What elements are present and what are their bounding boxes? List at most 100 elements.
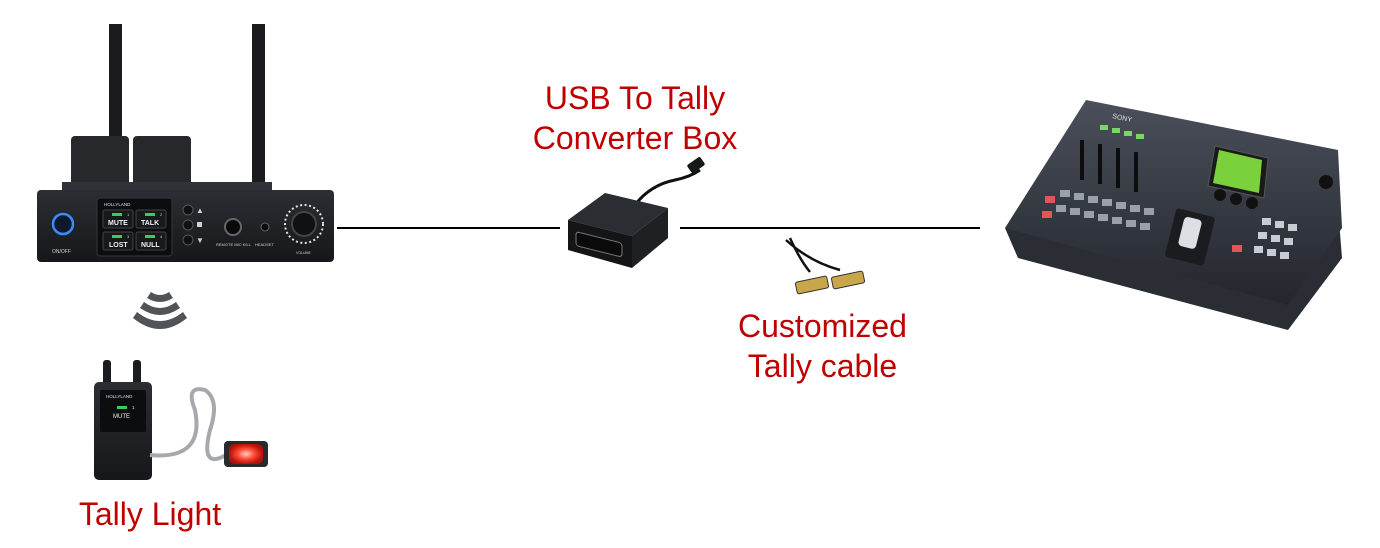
key-talk-channel: 2	[160, 212, 163, 217]
switcher-fader-3[interactable]	[1116, 148, 1120, 188]
tally-light-label: Tally Light	[60, 494, 240, 534]
key-null-channel: 4	[160, 234, 163, 239]
tally-cable-connector-left	[794, 275, 830, 295]
switcher-keypad-button[interactable]	[1262, 218, 1271, 225]
key-mute-indicator	[112, 213, 122, 216]
power-button[interactable]	[51, 212, 75, 236]
key-lost-label: LOST	[109, 242, 128, 249]
battery-slot-right	[133, 136, 191, 192]
switcher-keypad-button[interactable]	[1271, 235, 1280, 242]
switcher-fader-1[interactable]	[1080, 140, 1084, 180]
key-null[interactable]	[135, 231, 167, 251]
wireless-signal-icon	[133, 292, 187, 329]
switcher-tbar-handle[interactable]	[1178, 216, 1203, 249]
beltpack-antenna-right	[133, 360, 141, 386]
nav-down-button[interactable]	[182, 234, 194, 246]
beltpack-antenna-left	[103, 360, 111, 386]
switcher-button[interactable]	[1060, 190, 1070, 197]
switcher-knob-3[interactable]	[1246, 197, 1258, 209]
switcher-button[interactable]	[1070, 208, 1080, 215]
switcher-fader-4[interactable]	[1134, 152, 1138, 192]
converter-usb-cable	[633, 168, 701, 206]
switcher-button[interactable]	[1098, 214, 1108, 221]
tally-cable-label-line2: Tally cable	[747, 348, 898, 384]
switcher-button[interactable]	[1088, 196, 1098, 203]
remote-mic-kill-jack[interactable]	[224, 218, 242, 236]
switcher-top	[1005, 100, 1342, 305]
switcher-knob-2[interactable]	[1230, 193, 1242, 205]
key-null-label: NULL	[141, 242, 160, 249]
tally-cable-image	[785, 237, 866, 295]
key-talk[interactable]	[135, 209, 167, 229]
nav-ok-button[interactable]	[182, 219, 194, 231]
switcher-green-button[interactable]	[1100, 125, 1108, 130]
key-mute-label: MUTE	[108, 220, 128, 227]
converter-top	[568, 193, 668, 236]
beltpack-indicator	[117, 406, 127, 409]
switcher-button[interactable]	[1084, 211, 1094, 218]
switcher-keypad-button[interactable]	[1288, 224, 1297, 231]
beltpack-channel: 1	[132, 405, 135, 410]
converter-box-label: USB To Tally Converter Box	[515, 78, 755, 158]
volume-label: VOLUME	[296, 251, 311, 255]
switcher-fader-2[interactable]	[1098, 144, 1102, 184]
switcher-green-button[interactable]	[1136, 134, 1144, 139]
key-mute-channel: 1	[127, 212, 130, 217]
key-talk-indicator	[145, 213, 155, 216]
switcher-button[interactable]	[1056, 205, 1066, 212]
switcher-button[interactable]	[1140, 223, 1150, 230]
switcher-knob-1[interactable]	[1214, 189, 1226, 201]
volume-dial-ring	[284, 204, 324, 244]
key-mute[interactable]	[102, 209, 134, 229]
switcher-button[interactable]	[1112, 217, 1122, 224]
switcher-brand: SONY	[1112, 113, 1133, 124]
video-switcher: SONY	[1005, 100, 1342, 330]
beltpack-brand: HOLLYLAND	[106, 394, 133, 399]
switcher-button[interactable]	[1126, 220, 1136, 227]
tally-light-lamp	[229, 444, 263, 464]
switcher-keypad-button[interactable]	[1280, 252, 1289, 259]
key-lost[interactable]	[102, 231, 134, 251]
tally-light-label-text: Tally Light	[78, 496, 222, 532]
volume-knob[interactable]	[291, 211, 317, 237]
switcher-green-button[interactable]	[1124, 131, 1132, 136]
tally-cable	[149, 387, 227, 462]
key-null-indicator	[145, 235, 155, 238]
switcher-lcd-screen	[1213, 150, 1262, 193]
beltpack-screen	[100, 390, 146, 432]
nav-down-icon: ▼	[196, 236, 204, 245]
switcher-button[interactable]	[1130, 205, 1140, 212]
antenna-right	[252, 24, 265, 194]
switcher-red-button[interactable]	[1232, 245, 1242, 252]
switcher-button[interactable]	[1102, 199, 1112, 206]
switcher-keypad-button[interactable]	[1284, 238, 1293, 245]
switcher-keypad-button[interactable]	[1275, 221, 1284, 228]
remote-mic-kill-label: REMOTE MIC KILL	[216, 242, 252, 247]
switcher-button[interactable]	[1144, 208, 1154, 215]
base-brand: HOLLYLAND	[104, 202, 131, 207]
nav-up-icon: ▲	[196, 206, 204, 215]
converter-box-label-line1: USB To Tally	[544, 80, 726, 116]
converter-db25-port	[575, 231, 623, 257]
key-talk-label: TALK	[141, 220, 159, 227]
switcher-keypad-button[interactable]	[1258, 232, 1267, 239]
switcher-red-button[interactable]	[1042, 211, 1052, 218]
nav-up-button[interactable]	[182, 204, 194, 216]
switcher-keypad-button[interactable]	[1254, 246, 1263, 253]
key-lost-indicator	[112, 235, 122, 238]
switcher-button[interactable]	[1074, 193, 1084, 200]
switcher-button[interactable]	[1116, 202, 1126, 209]
switcher-knob-4[interactable]	[1319, 175, 1333, 189]
switcher-green-button[interactable]	[1112, 128, 1120, 133]
beltpack: HOLLYLAND 1 MUTE	[94, 360, 268, 480]
switcher-keypad-button[interactable]	[1267, 249, 1276, 256]
headset-jack[interactable]	[260, 222, 270, 232]
headset-label: HEADSET	[255, 242, 274, 247]
tally-cable-connector-right	[830, 270, 866, 290]
tally-cable-label-line1: Customized	[738, 308, 907, 344]
converter-usb-plug	[687, 157, 705, 173]
base-station: ON/OFF HOLLYLAND MUTE TALK LOST NULL 1 2…	[37, 24, 334, 262]
base-top-plate	[62, 182, 272, 192]
switcher-red-button[interactable]	[1045, 196, 1055, 203]
